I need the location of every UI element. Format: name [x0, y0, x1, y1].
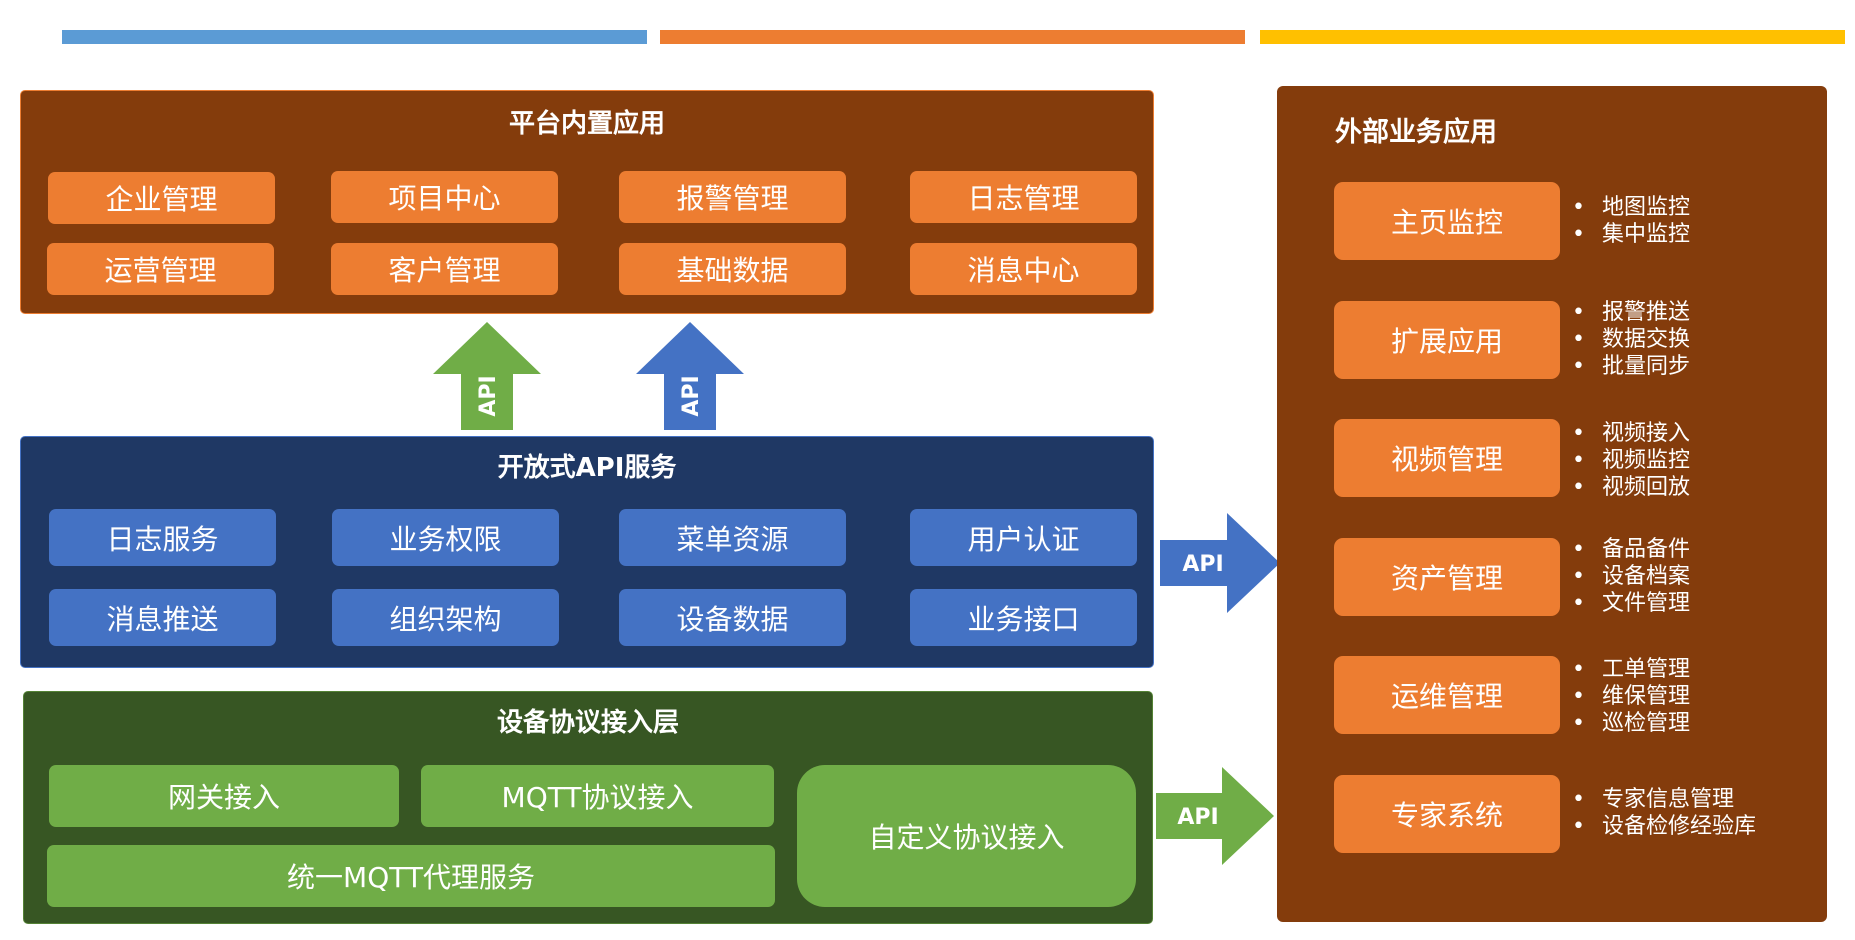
api-right-arrow-green-label: API	[1177, 805, 1218, 830]
platform-item-project[interactable]: 项目中心	[331, 171, 558, 223]
list-item: 设备档案	[1572, 563, 1690, 590]
api-right-arrow-blue: API	[1160, 513, 1280, 613]
list-item: 报警推送	[1572, 299, 1690, 326]
top-bar-orange	[660, 30, 1245, 44]
platform-item-message[interactable]: 消息中心	[910, 243, 1137, 295]
api-up-arrow-blue-label: API	[679, 375, 704, 416]
platform-item-enterprise[interactable]: 企业管理	[48, 172, 275, 224]
api-item-message-push[interactable]: 消息推送	[49, 589, 276, 646]
api-item-user-auth[interactable]: 用户认证	[910, 509, 1137, 566]
list-item: 文件管理	[1572, 590, 1690, 617]
list-item: 备品备件	[1572, 536, 1690, 563]
top-bar-yellow	[1260, 30, 1845, 44]
list-item: 视频监控	[1572, 447, 1690, 474]
api-item-business-interface[interactable]: 业务接口	[910, 589, 1137, 646]
open-api-title: 开放式API服务	[497, 453, 677, 483]
list-item: 数据交换	[1572, 326, 1690, 353]
platform-item-operation[interactable]: 运营管理	[47, 243, 274, 295]
list-item: 工单管理	[1572, 656, 1690, 683]
list-item: 设备检修经验库	[1572, 813, 1756, 840]
api-item-business-permission[interactable]: 业务权限	[332, 509, 559, 566]
external-asset-management-button[interactable]: 资产管理	[1334, 538, 1560, 616]
unified-mqtt-proxy-button[interactable]: 统一MQTT代理服务	[47, 845, 775, 907]
list-item: 专家信息管理	[1572, 786, 1756, 813]
platform-item-basedata[interactable]: 基础数据	[619, 243, 846, 295]
list-item: 视频回放	[1572, 474, 1690, 501]
list-item: 巡检管理	[1572, 710, 1690, 737]
list-item: 视频接入	[1572, 420, 1690, 447]
list-item: 地图监控	[1572, 194, 1690, 221]
platform-item-log[interactable]: 日志管理	[910, 171, 1137, 223]
external-video-management-list: 视频接入 视频监控 视频回放	[1572, 420, 1690, 501]
external-expert-system-button[interactable]: 专家系统	[1334, 775, 1560, 853]
custom-protocol-access-button[interactable]: 自定义协议接入	[797, 765, 1136, 907]
external-ops-management-button[interactable]: 运维管理	[1334, 656, 1560, 734]
external-extended-app-list: 报警推送 数据交换 批量同步	[1572, 299, 1690, 380]
api-right-arrow-blue-label: API	[1182, 552, 1223, 577]
list-item: 集中监控	[1572, 221, 1690, 248]
top-bar-blue	[62, 30, 647, 44]
api-up-arrow-green-label: API	[476, 375, 501, 416]
external-asset-management-list: 备品备件 设备档案 文件管理	[1572, 536, 1690, 617]
list-item: 维保管理	[1572, 683, 1690, 710]
api-item-organization[interactable]: 组织架构	[332, 589, 559, 646]
external-home-monitor-list: 地图监控 集中监控	[1572, 194, 1690, 248]
list-item: 批量同步	[1572, 353, 1690, 380]
mqtt-protocol-access-button[interactable]: MQTT协议接入	[421, 765, 774, 827]
platform-item-customer[interactable]: 客户管理	[331, 243, 558, 295]
external-apps-title: 外部业务应用	[1335, 117, 1497, 148]
api-item-log-service[interactable]: 日志服务	[49, 509, 276, 566]
api-item-menu-resource[interactable]: 菜单资源	[619, 509, 846, 566]
platform-item-alarm[interactable]: 报警管理	[619, 171, 846, 223]
external-video-management-button[interactable]: 视频管理	[1334, 419, 1560, 497]
device-protocol-title: 设备协议接入层	[496, 708, 679, 738]
platform-apps-title: 平台内置应用	[508, 109, 665, 139]
api-item-device-data[interactable]: 设备数据	[619, 589, 846, 646]
external-ops-management-list: 工单管理 维保管理 巡检管理	[1572, 656, 1690, 737]
api-right-arrow-green: API	[1156, 767, 1274, 865]
api-up-arrow-green: API	[433, 322, 541, 430]
external-expert-system-list: 专家信息管理 设备检修经验库	[1572, 786, 1756, 840]
external-home-monitor-button[interactable]: 主页监控	[1334, 182, 1560, 260]
external-extended-app-button[interactable]: 扩展应用	[1334, 301, 1560, 379]
gateway-access-button[interactable]: 网关接入	[49, 765, 399, 827]
api-up-arrow-blue: API	[636, 322, 744, 430]
